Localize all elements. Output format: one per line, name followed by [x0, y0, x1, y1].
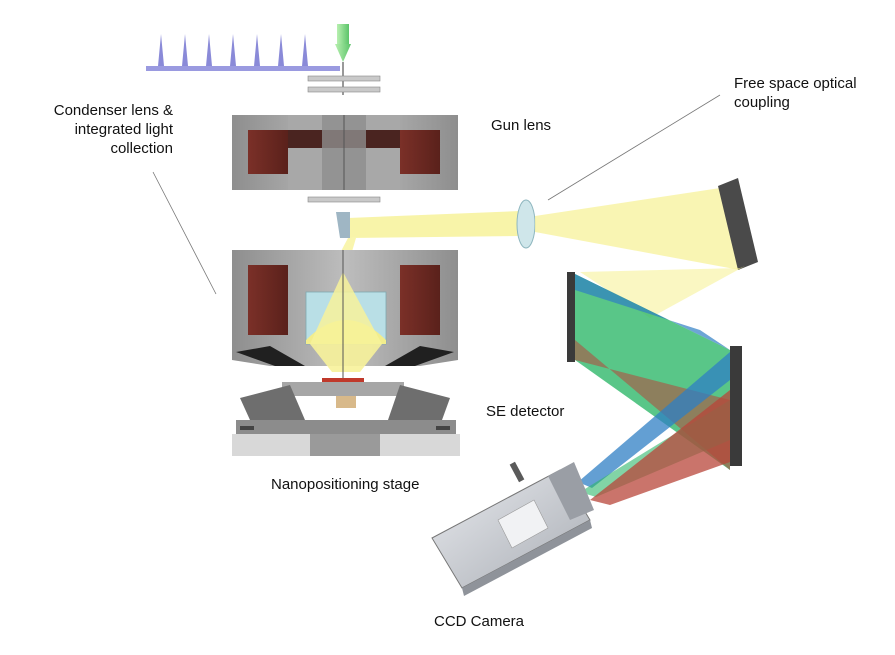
- coupling-lens: [516, 185, 740, 270]
- gun-lens-label: Gun lens: [491, 117, 552, 134]
- emitter-tip: [335, 24, 351, 95]
- nanopositioning-stage-label: Nanopositioning stage: [271, 476, 420, 493]
- mirror-bottom: [578, 346, 742, 505]
- ccd-camera: [431, 461, 594, 596]
- coupling-leader-line: [547, 94, 721, 201]
- condenser-lens: [232, 250, 458, 378]
- condenser-leader-line: [152, 171, 217, 295]
- nanopositioning-stage: [232, 378, 460, 456]
- condenser-lens-label: Condenser lens & integrated light collec…: [53, 102, 173, 157]
- aperture-plate: [307, 196, 381, 203]
- extractor-plates: [307, 75, 381, 93]
- gun-lens: [232, 115, 458, 190]
- free-space-coupling-label: Free space optical coupling: [734, 75, 857, 111]
- mirror-top: [580, 178, 758, 318]
- ccd-camera-label: CCD Camera: [434, 613, 525, 630]
- pulse-train: [146, 34, 340, 71]
- se-detector-label: SE detector: [486, 403, 565, 420]
